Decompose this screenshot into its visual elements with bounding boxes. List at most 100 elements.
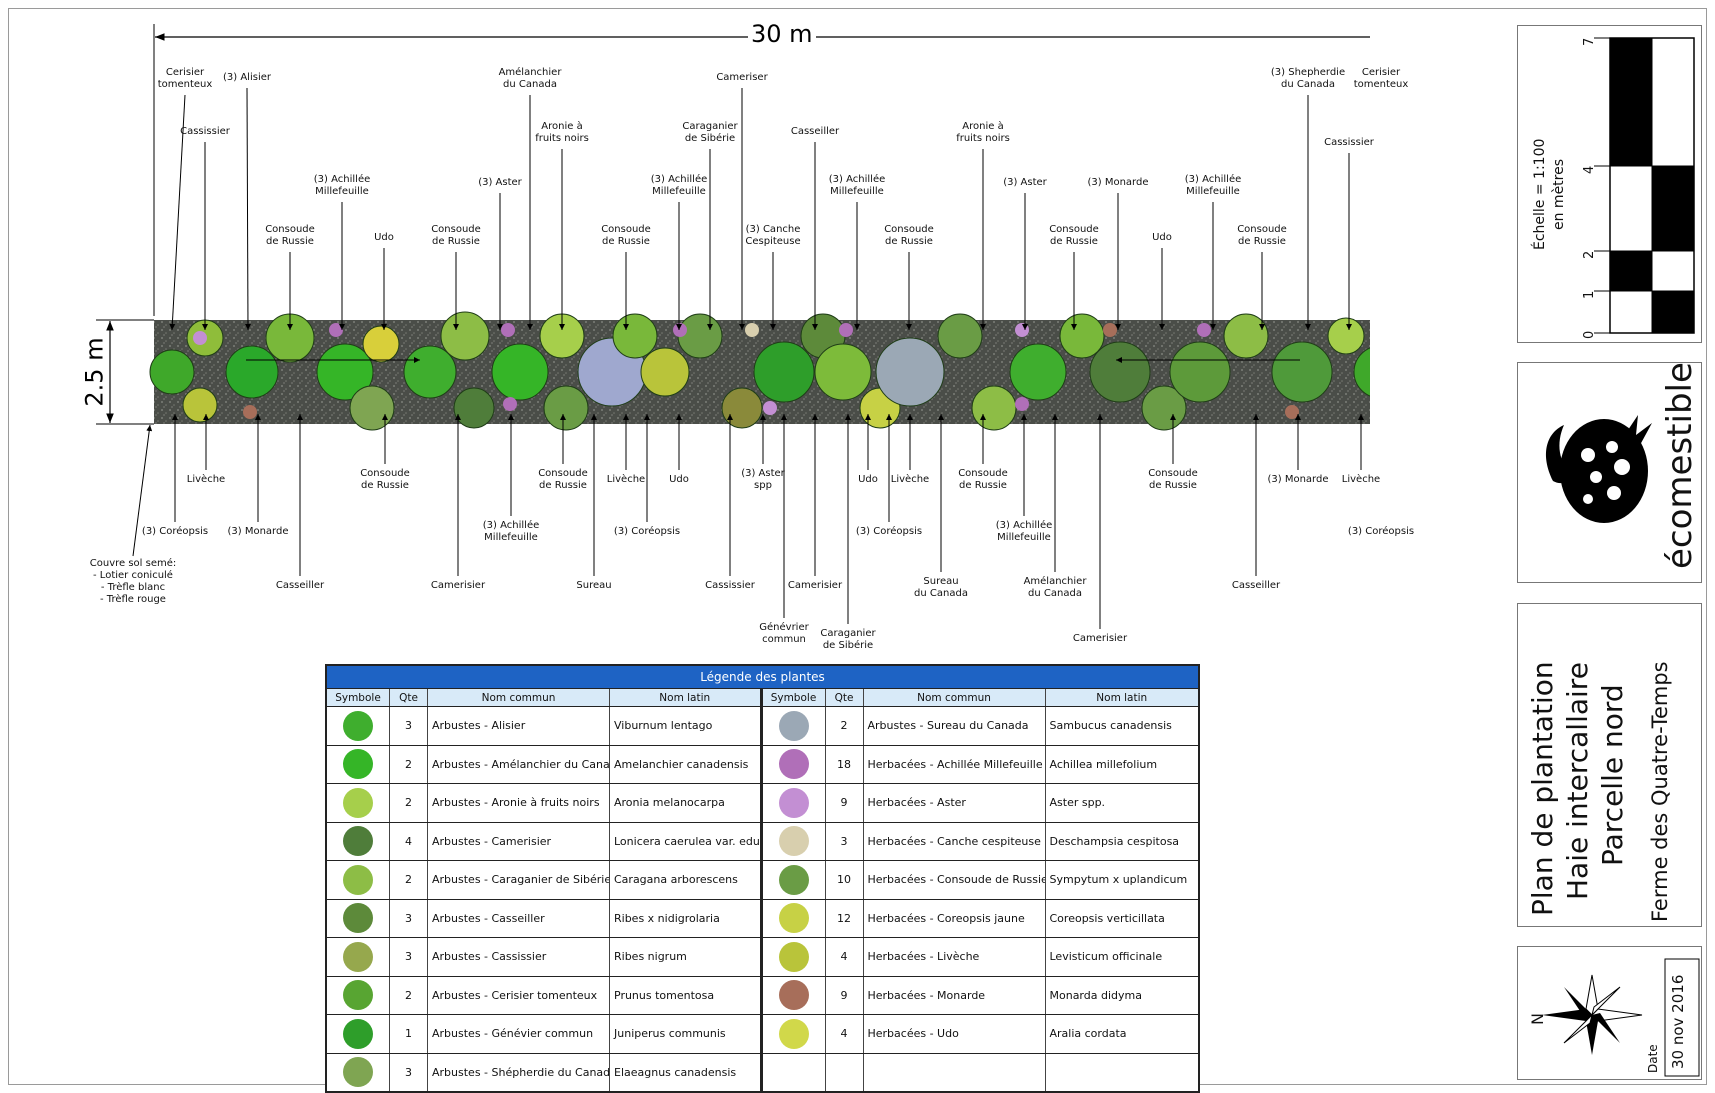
plant-symbol bbox=[362, 325, 400, 363]
plant-label-bottom: Couvre sol semé:- Lotier coniculé- Trèfl… bbox=[89, 558, 177, 605]
legend-qty: 4 bbox=[824, 938, 863, 976]
legend-latin-name: Aronia melanocarpa bbox=[609, 784, 760, 822]
plant-symbol bbox=[971, 385, 1017, 431]
legend-latin-name: Viburnum lentago bbox=[609, 707, 760, 745]
legend-common-name: Herbacées - Consoude de Russie bbox=[862, 861, 1045, 899]
plant-symbol bbox=[440, 311, 490, 361]
legend-latin-name: Ribes x nidigrolaria bbox=[609, 899, 760, 937]
legend-common-name: Herbacées - Livèche bbox=[862, 938, 1045, 976]
legend-common-name: Herbacées - Aster bbox=[862, 784, 1045, 822]
plant-symbol-icon bbox=[343, 980, 373, 1011]
legend-symbol-cell bbox=[763, 746, 825, 784]
legend-qty: 2 bbox=[824, 707, 863, 745]
plant-label-top: Cassissier bbox=[1324, 137, 1374, 148]
plant-symbol-icon bbox=[778, 980, 809, 1011]
flower-symbol bbox=[503, 397, 517, 411]
plan-title-line4: Ferme des Quatre-Temps bbox=[1648, 661, 1672, 922]
plant-label-bottom: Livèche bbox=[186, 474, 226, 485]
legend-common-name: Arbustes - Alisier bbox=[427, 707, 609, 745]
legend-qty: 3 bbox=[824, 822, 863, 860]
legend-qty: 10 bbox=[824, 861, 863, 899]
scale-subtitle: en mètres bbox=[1551, 158, 1567, 230]
legend-latin-name: Juniperus communis bbox=[609, 1015, 760, 1053]
legend-qty: 3 bbox=[389, 899, 427, 937]
flower-symbol bbox=[1015, 397, 1029, 411]
flower-symbol bbox=[329, 323, 343, 337]
legend-title: Légende des plantes bbox=[327, 666, 1198, 688]
legend-symbol-cell bbox=[327, 823, 389, 861]
plant-label-top: Casseiller bbox=[790, 126, 840, 137]
legend-latin-name: Coreopsis verticillata bbox=[1044, 899, 1199, 937]
scale-bar bbox=[1594, 37, 1695, 334]
legend-latin-name: Levisticum officinale bbox=[1044, 938, 1199, 976]
legend-common-name: Arbustes - Casseiller bbox=[427, 899, 609, 937]
flower-symbol bbox=[745, 323, 759, 337]
legend-latin-name: Sambucus canadensis bbox=[1044, 707, 1199, 745]
legend-header-cell: Qte bbox=[389, 689, 427, 706]
legend-common-name bbox=[862, 1053, 1045, 1091]
plant-symbol-icon bbox=[343, 941, 373, 972]
logo-panel: écomestible bbox=[1517, 362, 1702, 583]
legend-symbol-cell bbox=[763, 1054, 825, 1092]
plant-symbol-icon bbox=[778, 826, 809, 857]
plant-symbol-icon bbox=[343, 710, 373, 741]
legend-latin-name: Monarda didyma bbox=[1044, 976, 1199, 1014]
plant-symbol bbox=[1089, 341, 1151, 403]
plant-label-top: Udo bbox=[1152, 232, 1172, 243]
plant-symbol-icon bbox=[343, 787, 373, 818]
plant-label-top: (3) Aster bbox=[1003, 177, 1047, 188]
plant-symbol-icon bbox=[778, 710, 809, 741]
planting-plan bbox=[96, 24, 1370, 629]
legend-header-cell: Qte bbox=[824, 689, 863, 706]
plant-symbol bbox=[1169, 341, 1231, 403]
plant-symbol bbox=[1009, 343, 1067, 401]
plant-label-top: (3) Alisier bbox=[223, 72, 271, 83]
plant-symbol bbox=[677, 313, 723, 359]
legend-qty: 2 bbox=[389, 745, 427, 783]
legend-header-cell: Symbole bbox=[335, 691, 381, 704]
legend-qty: 3 bbox=[389, 1053, 427, 1091]
flower-symbol bbox=[763, 401, 777, 415]
legend-symbol-cell bbox=[763, 707, 825, 745]
date-label: Date bbox=[1646, 1044, 1660, 1073]
legend-qty: 18 bbox=[824, 745, 863, 783]
legend-qty: 12 bbox=[824, 899, 863, 937]
legend-header-cell: Nom latin bbox=[609, 689, 760, 706]
height-label: 2.5 m bbox=[80, 337, 109, 407]
legend-common-name: Arbustes - Aronie à fruits noirs bbox=[427, 784, 609, 822]
plant-label-bottom: Udo bbox=[669, 474, 689, 485]
legend-header-cell: Nom latin bbox=[1044, 689, 1199, 706]
plant-symbol bbox=[316, 343, 374, 401]
legend-symbol-cell bbox=[763, 784, 825, 822]
legend-common-name: Arbustes - Cerisier tomenteux bbox=[427, 976, 609, 1014]
legend-common-name: Arbustes - Camerisier bbox=[427, 822, 609, 860]
flower-symbol bbox=[839, 323, 853, 337]
width-label: 30 m bbox=[748, 20, 816, 48]
legend-header-cell: Nom commun bbox=[427, 689, 609, 706]
plant-symbol bbox=[225, 345, 279, 399]
